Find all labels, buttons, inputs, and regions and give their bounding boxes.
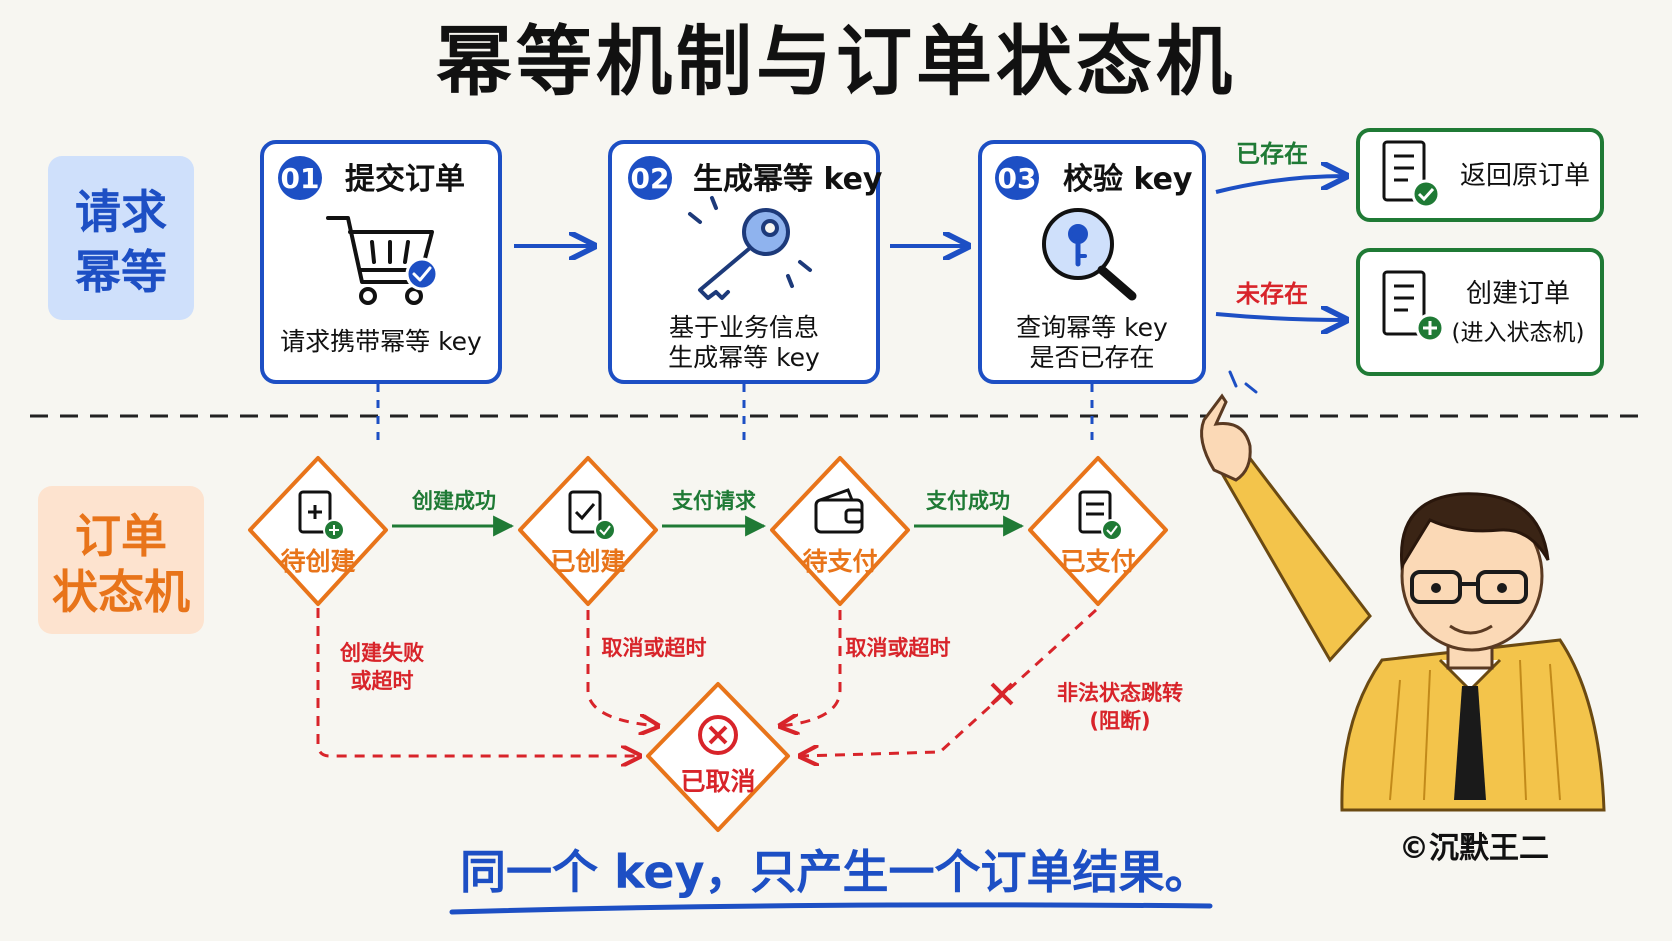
blocked-x-icon — [990, 682, 1014, 706]
state-created: 已创建 — [518, 456, 658, 606]
step-desc: 是否已存在 — [1029, 343, 1154, 372]
step-title: 生成幂等 key — [693, 162, 883, 197]
state-label: 待创建 — [280, 547, 355, 576]
illegal-transition-label: 非法状态跳转 — [1057, 681, 1183, 705]
magnifier-key-icon — [1042, 208, 1137, 301]
arrow-branch-exists — [1215, 176, 1346, 194]
transition-label: 支付成功 — [926, 489, 1010, 513]
document-plus-icon — [298, 490, 345, 541]
cancel-reason: 取消或超时 — [846, 636, 951, 660]
step-number-badge — [628, 156, 672, 200]
state-label: 待支付 — [802, 547, 877, 576]
document-check-icon — [1078, 490, 1123, 541]
wallet-icon — [814, 488, 864, 534]
key-icon — [688, 196, 812, 300]
section-idempotency: 请求 幂等 — [48, 156, 194, 320]
result-text: 创建订单 — [1466, 279, 1570, 309]
presenter-illustration — [1200, 370, 1606, 812]
step-desc: 请求携带幂等 key — [280, 327, 482, 356]
result-text: 返回原订单 — [1460, 161, 1590, 191]
result-card-exists: 返回原订单 — [1356, 128, 1604, 222]
state-label: 已创建 — [550, 547, 625, 576]
slogan-underline — [449, 902, 1213, 915]
section-idempotency-line1: 请求 — [75, 185, 167, 239]
section-state-machine-line2: 状态机 — [52, 565, 190, 619]
section-state-machine: 订单 状态机 — [38, 486, 204, 634]
page-title: 幂等机制与订单状态机 — [436, 17, 1236, 106]
state-label: 已支付 — [1060, 547, 1135, 576]
arrow-branch-not-exists — [1215, 314, 1346, 320]
step-number-badge — [278, 156, 322, 200]
branch-label-exists: 已存在 — [1236, 140, 1308, 168]
document-check-icon — [1382, 140, 1441, 209]
copyright: ©沉默王二 — [1399, 831, 1549, 866]
result-card-not-exists: 创建订单 (进入状态机) — [1356, 248, 1604, 376]
step-desc: 生成幂等 key — [668, 343, 820, 372]
x-circle-icon — [698, 715, 738, 755]
slogan: 同一个 key，只产生一个订单结果。 — [460, 845, 1211, 899]
document-check-icon — [568, 490, 616, 541]
section-state-machine-line1: 订单 — [75, 509, 167, 563]
cancel-reason: 取消或超时 — [602, 636, 707, 660]
illegal-path — [800, 608, 1098, 756]
step-card-2: 02 生成幂等 key 基于业务信息 生成幂等 key — [608, 140, 883, 384]
state-pending-create: 待创建 — [248, 456, 388, 606]
cancel-reason: 创建失败 — [339, 641, 424, 665]
step-desc: 查询幂等 key — [1016, 313, 1168, 342]
branch-label-not-exists: 未存在 — [1236, 280, 1308, 308]
shopping-cart-check-icon — [326, 216, 439, 305]
step-number: 03 — [998, 162, 1037, 195]
step-number: 02 — [631, 162, 670, 195]
transition-label: 创建成功 — [411, 489, 496, 513]
step-desc: 基于业务信息 — [669, 313, 819, 342]
step-title: 提交订单 — [345, 162, 465, 197]
step-card-3: 03 校验 key 查询幂等 key 是否已存在 — [978, 140, 1206, 384]
state-pending-pay: 待支付 — [770, 456, 910, 606]
document-plus-icon — [1382, 270, 1445, 343]
section-idempotency-line2: 幂等 — [75, 245, 167, 299]
cancel-path — [586, 610, 658, 726]
cancel-reason: 或超时 — [351, 669, 414, 693]
step-title: 校验 key — [1063, 162, 1193, 197]
step-number: 01 — [281, 162, 320, 195]
step-card-1: 01 提交订单 请求携带幂等 key — [260, 140, 502, 384]
state-cancelled: 已取消 — [646, 682, 790, 832]
illegal-transition-sub: (阻断) — [1089, 709, 1150, 733]
transition-label: 支付请求 — [672, 489, 756, 513]
state-paid: 已支付 — [1028, 456, 1168, 606]
cancel-path — [780, 610, 842, 726]
step-number-badge — [995, 156, 1039, 200]
cancel-path — [316, 608, 640, 756]
state-label: 已取消 — [680, 767, 755, 796]
result-subtext: (进入状态机) — [1452, 320, 1585, 346]
